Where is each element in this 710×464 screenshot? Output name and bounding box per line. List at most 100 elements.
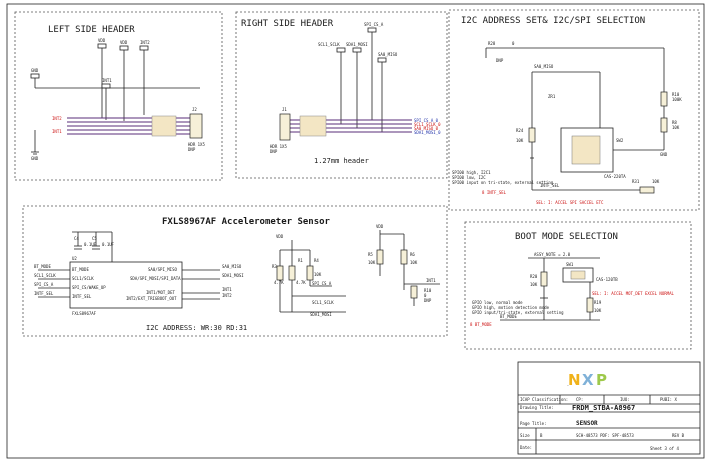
sheet-number: Sheet 3 of 4: [650, 446, 679, 451]
pin-label: SPI_CS_A_0: [414, 118, 439, 123]
sa0-net: SA0_MISO: [534, 64, 554, 69]
c5-label: C5: [92, 236, 97, 241]
logo-text: NXP: [567, 385, 569, 387]
spi-cs-label: SPI_CS_A: [364, 22, 384, 27]
sw1-part: CAS-120TB: [596, 277, 618, 282]
net-label: INT1: [222, 287, 232, 292]
iuo-label: IUO:: [620, 397, 630, 402]
connector-dnp: DNP: [270, 149, 278, 154]
r10-value: 100K: [672, 97, 682, 102]
int1-label: INT1: [102, 78, 112, 83]
r19-value: 10K: [594, 308, 602, 313]
revision: REV B: [672, 433, 685, 438]
bt-mode-port: 8 BT_MODE: [470, 322, 492, 327]
vdd-label: VDD: [376, 224, 384, 229]
c4-value: 0.1UF: [84, 242, 97, 247]
drawing-title-label: Drawing Title:: [520, 405, 554, 410]
r10-label: R10: [424, 288, 432, 293]
net-label: SA0_MISO: [222, 264, 242, 269]
boot-mode-frame: [464, 221, 692, 350]
u2-pin: SDA/SPI_MOSI/SPI_DATA: [130, 276, 181, 281]
date-label: Date:: [520, 445, 532, 450]
svg-text:P: P: [596, 371, 607, 389]
r10-label: R10: [672, 92, 680, 97]
pin-label: SA0_MISO_0: [414, 126, 439, 131]
r19-label: R19: [594, 300, 602, 305]
title-block: N X P NXP ICAP Classification: Drawing T…: [517, 361, 701, 455]
u2-part: FXLS8967AF: [72, 311, 97, 316]
r24-label: R24: [516, 128, 524, 133]
connector-j2: J2: [192, 107, 197, 112]
vdd-label: VDD: [98, 38, 106, 43]
u2-pin: SA0/SPI_MISO: [148, 267, 177, 272]
spi-note: SPI00 high, I2C1: [452, 170, 491, 175]
r28-value: 0: [512, 41, 515, 46]
dnp-label: DNP: [496, 58, 504, 63]
r10-value: 0: [424, 293, 427, 298]
r5-label: R5: [368, 252, 373, 257]
page-title-label: Page Title:: [520, 421, 547, 426]
net-label: SDA1_MOSI: [310, 312, 332, 317]
vdd-label: VDD: [276, 234, 284, 239]
left-header-frame: [14, 11, 223, 181]
sa0-label: SA0_MISO: [378, 52, 398, 57]
r5-value: 10K: [368, 260, 376, 265]
gnd-label: GND: [31, 68, 39, 73]
right-header-title: RIGHT SIDE HEADER: [241, 19, 334, 29]
r20-label: R20: [530, 274, 538, 279]
selection-note: SEL: I: ACCEL SPI SACCEL ETC: [536, 200, 604, 205]
boot-note: GPIO high, motion detection mode: [472, 305, 550, 310]
r28-label: R28: [488, 41, 496, 46]
svg-text:N: N: [568, 371, 581, 389]
i2c-selection-title: I2C ADDRESS SET& I2C/SPI SELECTION: [461, 16, 645, 26]
connector-j1: J1: [282, 107, 287, 112]
bt-mode-net: BT_MODE: [500, 314, 517, 319]
switch-part: CAS-220TA: [604, 174, 626, 179]
r31-value: 10K: [652, 179, 660, 184]
r31-label: R31: [632, 179, 640, 184]
net-label: INT2: [222, 293, 232, 298]
connector-desc: HDR 1X5: [188, 142, 205, 147]
u2-pin: SCL1/SCLK: [72, 276, 94, 281]
u2-label: U2: [72, 256, 77, 261]
r4-label: R4: [314, 258, 319, 263]
int1-net-label: INT1: [52, 129, 62, 134]
header-note: 1.27mm header: [314, 157, 369, 165]
u2-pin: INT2/EXT_TRIGBOOT_OUT: [126, 296, 177, 301]
document-number: SCH-48573 PDF: SPF-48573: [576, 433, 634, 438]
boot-note: GPIO input/tri-state, external setting: [472, 310, 564, 315]
sda-label: SDA1_MOSI: [346, 42, 368, 47]
intf-sel-port: 8 INTF_SEL: [482, 190, 507, 195]
accelerometer-title: FXLS8967AF Accelerometer Sensor: [162, 217, 331, 227]
c4-label: C4: [74, 236, 79, 241]
r8-label: R8: [672, 120, 677, 125]
dnp-label: DNP: [424, 298, 432, 303]
r8-value: 10K: [672, 125, 680, 130]
u2-pin: SPI_CS/WAKE_UP: [72, 285, 106, 290]
int2-label: INT2: [140, 40, 150, 45]
pin-label: SDA1_MOSI_0: [414, 130, 441, 135]
boot-mode-title: BOOT MODE SELECTION: [515, 232, 618, 242]
i2c-selection-circuit: R28 0 DNP SA0_MISO ZR1 R24 10K SW2 R10 1…: [452, 41, 682, 205]
connector-dnp: DNP: [188, 147, 196, 152]
nxp-logo: N X P: [566, 368, 616, 389]
svg-text:X: X: [582, 371, 594, 389]
c5-value: 0.1UF: [102, 242, 115, 247]
gnd-label: GND: [31, 156, 39, 161]
page-title: SENSOR: [576, 420, 598, 427]
sw1-label: SW1: [566, 262, 574, 267]
pubi-label: PUBI: X: [660, 397, 677, 402]
intf-sel-net: INTF_SEL: [540, 183, 560, 188]
boot-note: GPIO low, normal mode: [472, 300, 523, 305]
accelerometer-circuit: C4 C5 0.1UF 0.1UF U2 BT_MODE SCL1/SCLK S…: [34, 224, 440, 332]
r24-value: 10K: [516, 138, 524, 143]
assy-note: ASSY_NOTE = 2.0: [534, 252, 571, 257]
r3-label: R3: [272, 264, 277, 269]
pin-label: SCL1_SCLK_0: [414, 122, 441, 127]
cp-label: CP:: [576, 397, 583, 402]
left-header-circuit: VDD VDD INT2 GND INT1 INT2 INT1 J2 HDR 1…: [30, 38, 205, 161]
r4-value: 10K: [314, 272, 322, 277]
boot-selection-note: SEL: I: ACCEL MOT_DET EXCEL NORMAL: [592, 291, 674, 296]
r1-label: R1: [298, 258, 303, 263]
